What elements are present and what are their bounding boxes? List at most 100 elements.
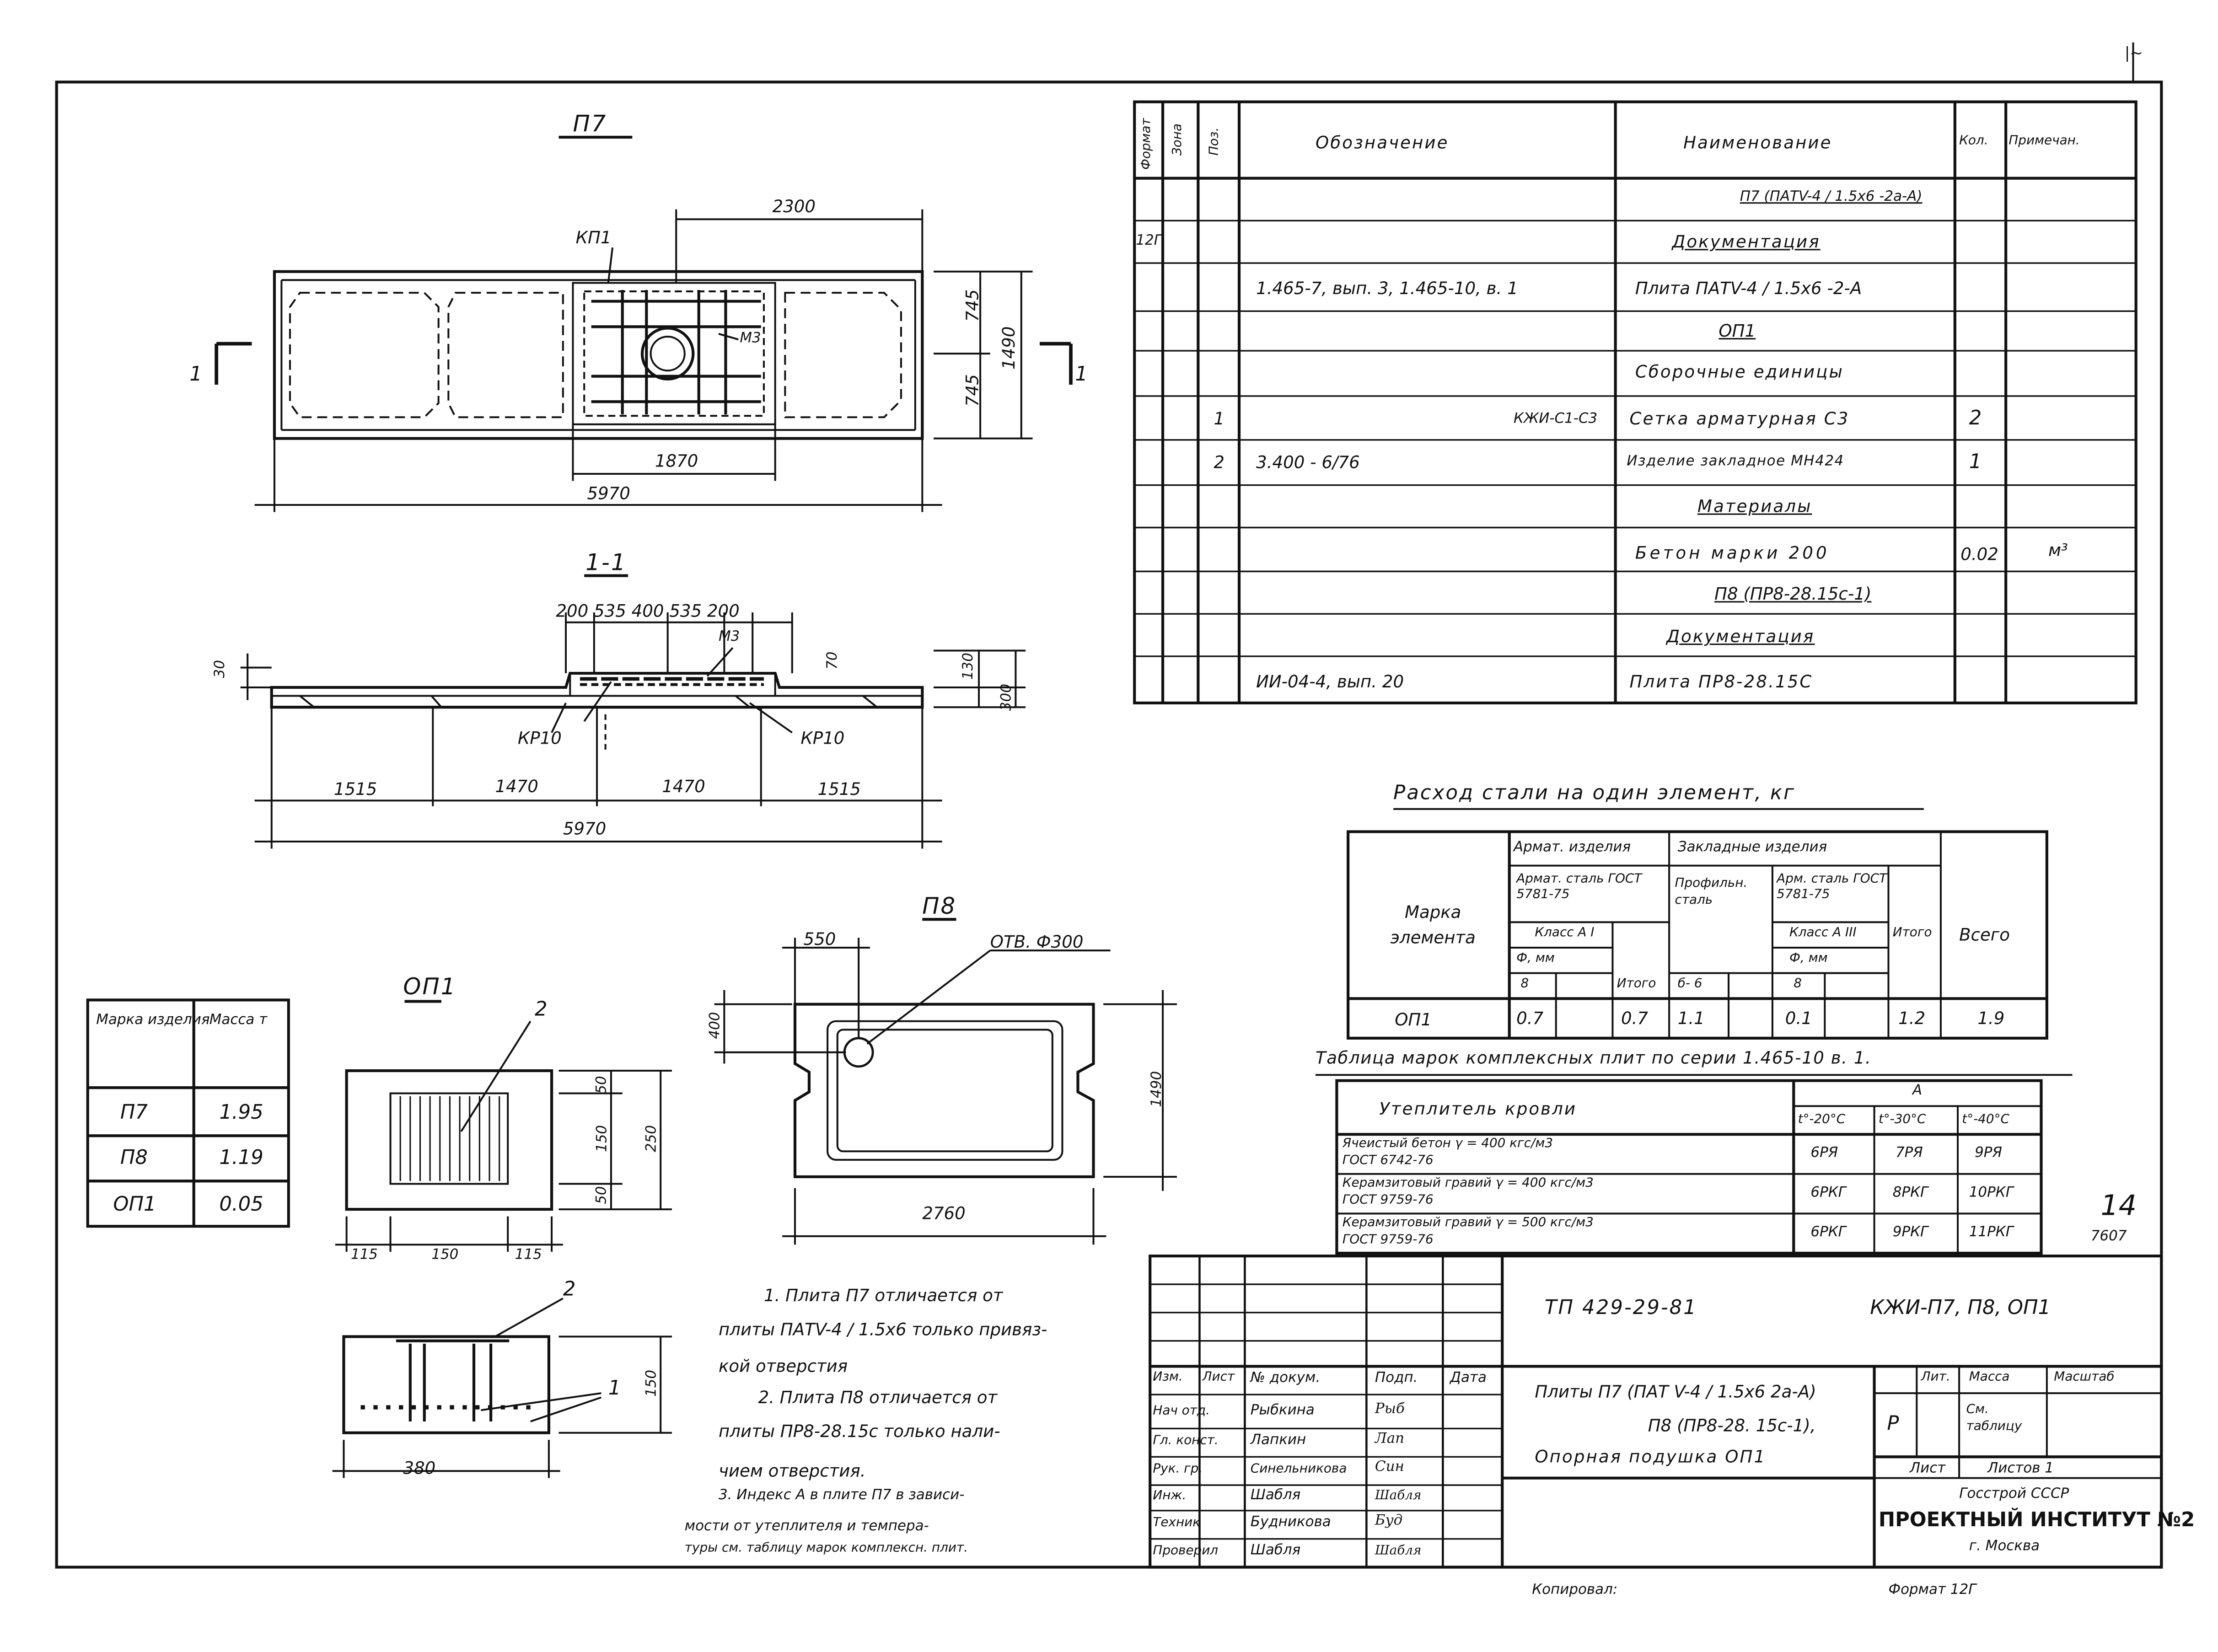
title-line-1: Плиты П7 (ПАТ V-4 / 1.5x6 2а-А) (1535, 1382, 1816, 1402)
steel-header-prof: Профильн. сталь (1675, 877, 1748, 908)
grades-header-a: А (1912, 1083, 1923, 1099)
steel-header-klass-a1: Класс А I (1535, 926, 1595, 941)
note-line: чием отверстия. (718, 1461, 866, 1481)
dim-1515-right: 1515 (817, 779, 861, 799)
steel-row-mark: ОП1 (1395, 1010, 1432, 1030)
steel-row-value: 1.2 (1898, 1008, 1926, 1029)
steel-row-value: 1.1 (1677, 1008, 1705, 1029)
steel-header-mark: Марка элемента (1390, 902, 1476, 948)
spec-row-name: Сетка арматурная С3 (1629, 408, 1850, 429)
spec-header-format: Формат (1140, 118, 1155, 170)
tb-role: Техник (1153, 1516, 1201, 1531)
dim-30: 30 (213, 660, 229, 678)
grades-header-insulation: Утеплитель кровли (1379, 1099, 1577, 1119)
spec-row-name: П7 (ПАТV-4 / 1.5x6 -2а-А) (1740, 189, 1923, 205)
spec-row-name: Сборочные единицы (1635, 362, 1844, 382)
steel-header-8: 8 (1520, 977, 1529, 992)
label-hole-d300: ОТВ. Ф300 (990, 932, 1084, 952)
dim-p8-400: 400 (708, 1012, 724, 1039)
spec-header-qty: Кол. (1959, 134, 1988, 149)
dim-130: 130 (961, 653, 977, 680)
callout-2-plan: 2 (534, 998, 548, 1021)
spec-row-name: Документация (1672, 232, 1821, 252)
tb-person: Лапкин (1250, 1432, 1306, 1448)
dim-p8-1490: 1490 (1149, 1071, 1165, 1107)
tb-mass-label: Масса (1969, 1370, 2010, 1385)
mass-row-mark: П8 (120, 1147, 148, 1170)
sheet-number: 14 (2100, 1188, 2137, 1222)
label-m3-plan: М3 (740, 331, 761, 347)
dim-70: 70 (825, 651, 841, 670)
doc-mark: КЖИ-П7, П8, ОП1 (1870, 1297, 2051, 1320)
spec-row-format: 12Г (1136, 233, 1162, 249)
mass-header-mark: Марка изделия (96, 1013, 210, 1029)
tb-header-list: Лист (1202, 1370, 1235, 1385)
steel-header-vsego: Всего (1959, 925, 2010, 945)
dim-300: 300 (999, 684, 1015, 711)
dim-op1-115-left: 115 (350, 1247, 378, 1263)
cut-mark-left: 1 (189, 363, 202, 386)
view-title-section-1-1: 1-1 (585, 548, 627, 576)
dim-op1-150-horiz: 150 (431, 1247, 459, 1263)
label-kp10-left: КР10 (517, 728, 562, 748)
tb-person: Шабля (1250, 1488, 1301, 1504)
spec-row-name: ОП1 (1719, 321, 1756, 341)
note-line: туры см. таблицу марок комплексн. плит. (684, 1541, 968, 1556)
grades-row-material: Керамзитовый гравий γ = 400 кгс/м3 (1342, 1176, 1594, 1191)
note-line: плиты ПР8-28.15с только нали- (718, 1421, 1000, 1442)
steel-header-armstal2: Арм. сталь ГОСТ 5781-75 (1777, 873, 1887, 902)
note-line: 2. Плита П8 отличается от (758, 1387, 998, 1408)
tb-signature: Син (1375, 1459, 1404, 1475)
org-ministry: Госстрой СССР (1959, 1486, 2069, 1502)
note-line: 3. Индекс А в плите П7 в зависи- (718, 1488, 965, 1504)
steel-row-value: 0.7 (1516, 1008, 1544, 1029)
steel-header-armat: Армат. изделия (1513, 840, 1631, 856)
grades-row-material: Керамзитовый гравий γ = 500 кгс/м3 (1342, 1216, 1594, 1231)
view-title-op1: ОП1 (403, 973, 457, 1000)
mass-row-value: 1.95 (219, 1102, 263, 1125)
tb-role: Инж. (1153, 1489, 1187, 1504)
dim-p8-2760: 2760 (922, 1203, 966, 1224)
corner-mark: |~ (2124, 43, 2143, 63)
spec-row-designation: 1.465-7, вып. 3, 1.465-10, в. 1 (1256, 279, 1518, 299)
dim-op1-sec-150: 150 (644, 1369, 660, 1397)
tb-mass-value: См. таблицу (1966, 1403, 2022, 1434)
mass-header-mass: Масса т (209, 1013, 268, 1029)
steel-header-itogo2: Итого (1892, 926, 1932, 941)
note-line: кой отверстия (718, 1356, 848, 1377)
spec-row-name: Плита ПР8-28.15С (1629, 671, 1813, 692)
label-kp10-right: КР10 (800, 728, 845, 748)
steel-header-d6: б- 6 (1677, 977, 1702, 992)
spec-row-name: Материалы (1697, 496, 1812, 516)
grades-row-grade: 6РКГ (1810, 1225, 1846, 1241)
spec-row-pos: 1 (1214, 408, 1224, 429)
spec-row-name: Плита ПАТV-4 / 1.5x6 -2-А (1635, 279, 1862, 299)
spec-row-pos: 2 (1214, 452, 1224, 472)
dim-1870: 1870 (655, 451, 698, 471)
spec-row-qty: 2 (1969, 407, 1982, 430)
dim-top-chain: 200 535 400 535 200 (556, 601, 740, 621)
grades-row-grade: 11РКГ (1969, 1225, 2014, 1241)
tb-lit-value: Р (1887, 1413, 1899, 1436)
steel-row-value: 0.7 (1621, 1008, 1649, 1029)
tb-role: Рук. гр. (1153, 1462, 1203, 1477)
spec-header-zone: Зона (1171, 123, 1186, 156)
dim-op1-50-bottom: 50 (594, 1186, 611, 1204)
steel-row-value: 1.9 (1977, 1008, 2005, 1029)
steel-table-title: Расход стали на один элемент, кг (1393, 782, 1796, 805)
grades-table-title: Таблица марок комплексных плит по серии … (1316, 1048, 1872, 1068)
dim-1470-right: 1470 (662, 776, 705, 797)
steel-header-klass-a3: Класс А III (1789, 926, 1857, 941)
callout-1-section: 1 (608, 1378, 621, 1400)
spec-row-designation: ИИ-04-4, вып. 20 (1256, 671, 1404, 692)
note-line: плиты ПАТV-4 / 1.5x6 только привяз- (718, 1319, 1047, 1340)
mass-row-value: 1.19 (219, 1147, 263, 1170)
archive-number: 7607 (2090, 1229, 2127, 1245)
dim-1490: 1490 (999, 326, 1019, 370)
steel-header-8b: 8 (1794, 977, 1802, 992)
grades-row-gost: ГОСТ 6742-76 (1342, 1154, 1434, 1169)
doc-code: ТП 429-29-81 (1545, 1297, 1697, 1320)
spec-row-qty: 0.02 (1960, 544, 1998, 564)
